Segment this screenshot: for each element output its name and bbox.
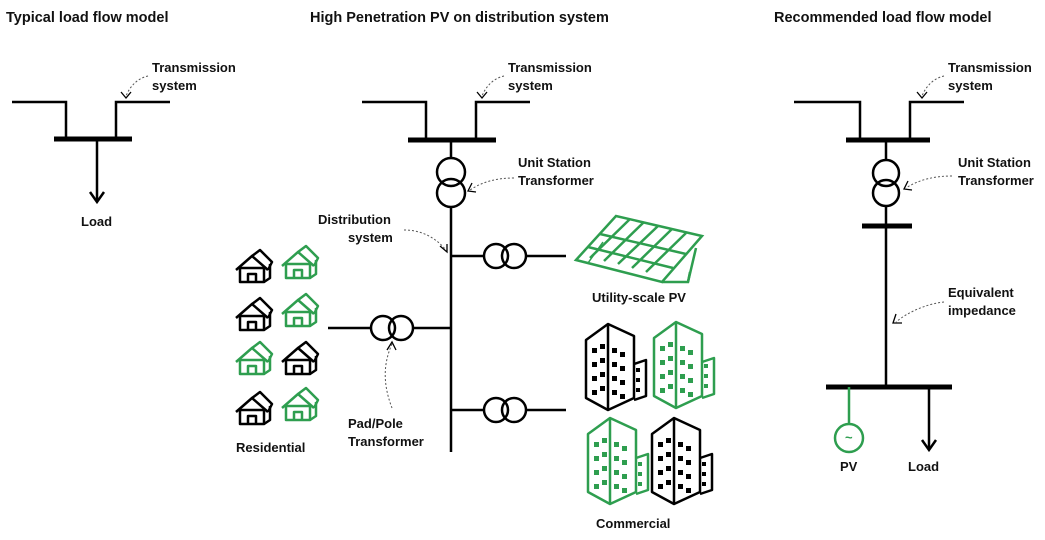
commercial-label: Commercial [596,516,670,531]
building-icon [650,416,714,506]
unit-station-label-right-2: Transformer [958,173,1034,188]
load-label-left: Load [81,214,112,229]
transmission-line-mid-a [362,100,428,138]
transformer-commercial [482,396,528,424]
middle-title: High Penetration PV on distribution syst… [310,10,609,26]
pointer-arrowhead [120,91,132,100]
house-icon [234,340,274,376]
transmission-label-mid-2: system [508,78,553,93]
transmission-line-left-a [12,100,68,138]
house-icon [234,296,274,332]
house-icon [280,386,320,422]
unit-station-transformer-right [871,158,901,208]
unit-station-transformer-mid [435,156,467,209]
transmission-pointer-right [921,75,945,97]
distribution-label-1: Distribution [318,212,391,227]
equivalent-label-2: impedance [948,303,1016,318]
generator-tilde: ~ [845,430,853,445]
pad-pole-label-1: Pad/Pole [348,416,403,431]
equivalent-label-1: Equivalent [948,285,1014,300]
right-model: Recommended load flow model Transmission… [774,10,1034,474]
house-icon [280,244,320,280]
load-arrow-right [920,439,938,453]
solar-panel-icon [573,214,705,284]
house-icon [280,340,320,376]
transmission-line-mid-b [474,100,530,138]
pv-label: PV [840,459,858,474]
load-label-right: Load [908,459,939,474]
residential-houses [234,244,320,426]
transmission-pointer-mid [481,75,505,97]
transmission-label-2: system [152,78,197,93]
transmission-label-mid-1: Transmission [508,60,592,75]
unit-station-label-right-1: Unit Station [958,155,1031,170]
middle-model: High Penetration PV on distribution syst… [234,10,716,531]
transmission-label-right-2: system [948,78,993,93]
utility-pv-label: Utility-scale PV [592,290,686,305]
pad-pole-transformer [369,314,415,342]
pad-pole-pointer [384,343,393,409]
commercial-buildings [584,320,716,506]
building-icon [584,322,648,412]
distribution-pointer [403,229,447,251]
distribution-label-2: system [348,230,393,245]
equivalent-pointer [895,301,945,323]
building-icon [652,320,716,410]
residential-label: Residential [236,440,305,455]
right-title: Recommended load flow model [774,10,992,26]
house-icon [234,390,274,426]
transformer-utility-pv [482,242,528,270]
pad-pole-label-2: Transformer [348,434,424,449]
transmission-label-1: Transmission [152,60,236,75]
load-arrow-left [88,191,106,205]
generator-symbol [833,422,865,454]
transmission-pointer-left [125,75,149,97]
transmission-line-right-a [794,100,862,138]
transmission-line-left-b [114,100,170,138]
unit-station-label-mid-1: Unit Station [518,155,591,170]
building-icon [586,416,650,506]
transmission-label-right-1: Transmission [948,60,1032,75]
left-title: Typical load flow model [6,10,168,26]
transmission-line-right-b [908,100,964,138]
house-icon [280,292,320,328]
house-icon [234,248,274,284]
unit-station-pointer-mid [469,177,515,191]
left-model: Typical load flow model Transmission sys… [6,10,236,229]
unit-station-pointer-right [905,175,953,189]
unit-station-label-mid-2: Transformer [518,173,594,188]
